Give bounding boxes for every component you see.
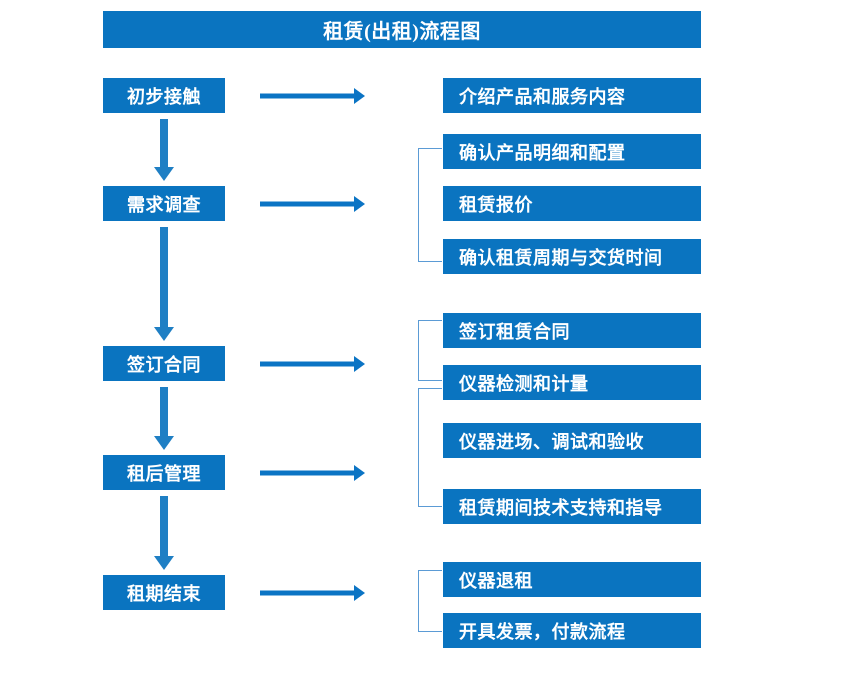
stage-box-post-lease-management[interactable]: 租后管理 (103, 455, 225, 490)
stage-box-lease-end[interactable]: 租期结束 (103, 575, 225, 610)
horizontal-arrow-sign-contract (260, 356, 365, 372)
horizontal-arrow-lease-end (260, 585, 365, 601)
arrow-head-icon (354, 465, 365, 481)
task-box-instrument-entry-commissioning-acceptance[interactable]: 仪器进场、调试和验收 (443, 423, 701, 458)
arrow-shaft (260, 470, 356, 476)
task-box-instrument-return[interactable]: 仪器退租 (443, 562, 701, 597)
arrow-head-icon (154, 327, 174, 341)
arrow-head-icon (354, 585, 365, 601)
arrow-head-icon (354, 196, 365, 212)
stage-box-requirement-survey[interactable]: 需求调查 (103, 186, 225, 221)
bracket-sign-contract-group (418, 320, 442, 381)
task-box-confirm-product-details[interactable]: 确认产品明细和配置 (443, 134, 701, 169)
arrow-shaft (260, 201, 356, 207)
arrow-head-icon (354, 88, 365, 104)
task-box-technical-support-during-lease[interactable]: 租赁期间技术支持和指导 (443, 489, 701, 524)
arrow-head-icon (154, 556, 174, 570)
arrow-shaft (260, 361, 356, 367)
arrow-head-icon (154, 167, 174, 181)
vertical-arrow-contact-to-survey (154, 119, 174, 181)
vertical-arrow-management-to-lease-end (154, 496, 174, 570)
arrow-shaft (160, 119, 168, 167)
bracket-requirement-survey-group (418, 148, 442, 262)
arrow-head-icon (354, 356, 365, 372)
stage-box-initial-contact[interactable]: 初步接触 (103, 78, 225, 113)
horizontal-arrow-post-lease-management (260, 465, 365, 481)
arrow-head-icon (154, 436, 174, 450)
stage-box-sign-contract[interactable]: 签订合同 (103, 346, 225, 381)
task-box-instrument-inspection-metrology[interactable]: 仪器检测和计量 (443, 365, 701, 400)
bracket-post-lease-management-group (418, 388, 442, 507)
task-box-sign-lease-contract[interactable]: 签订租赁合同 (443, 313, 701, 348)
arrow-shaft (160, 227, 168, 327)
task-box-invoice-payment-process[interactable]: 开具发票，付款流程 (443, 613, 701, 648)
diagram-title: 租赁(出租)流程图 (103, 11, 701, 48)
horizontal-arrow-requirement-survey (260, 196, 365, 212)
task-box-introduce-products-services[interactable]: 介绍产品和服务内容 (443, 78, 701, 113)
vertical-arrow-contract-to-management (154, 387, 174, 450)
arrow-shaft (260, 590, 356, 596)
horizontal-arrow-initial-contact (260, 88, 365, 104)
arrow-shaft (160, 496, 168, 556)
bracket-lease-end-group (418, 570, 442, 632)
arrow-shaft (260, 93, 356, 99)
arrow-shaft (160, 387, 168, 436)
task-box-lease-quotation[interactable]: 租赁报价 (443, 186, 701, 221)
vertical-arrow-survey-to-contract (154, 227, 174, 341)
task-box-confirm-lease-period-delivery[interactable]: 确认租赁周期与交货时间 (443, 239, 701, 274)
